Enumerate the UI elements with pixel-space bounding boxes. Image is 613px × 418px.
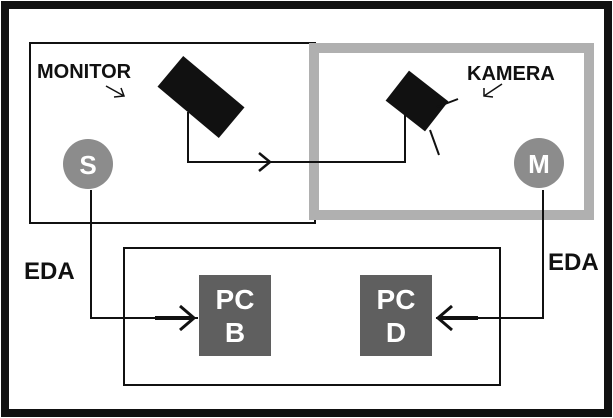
camera-device-icon — [385, 70, 459, 156]
pc-d-line1: PC — [377, 284, 416, 315]
pc-d-box — [360, 275, 432, 356]
m-node — [514, 138, 564, 188]
s-to-pcb-arrow — [179, 304, 197, 332]
s-node — [63, 139, 113, 189]
eda-right-label: EDA — [548, 249, 599, 276]
monitor-label: MONITOR — [37, 61, 132, 83]
monitor-camera-line — [187, 112, 406, 163]
kamera-label: KAMERA — [467, 63, 555, 85]
m-to-pcd-line — [436, 190, 544, 319]
m-node-label: M — [528, 149, 550, 179]
m-to-pcd-arrow — [435, 304, 453, 332]
pc-b-line2: B — [225, 317, 245, 348]
eda-left-label: EDA — [24, 258, 75, 285]
monitor-device-icon — [157, 55, 245, 139]
s-node-label: S — [79, 150, 96, 180]
pc-b-box — [199, 275, 271, 356]
kamera-pointer-arrow — [483, 83, 503, 98]
pc-b-line1: PC — [216, 284, 255, 315]
pc-d-line2: D — [386, 317, 406, 348]
pc-room — [123, 247, 501, 386]
monitor-camera-arrow — [258, 152, 272, 172]
monitor-pointer-arrow — [105, 85, 126, 98]
s-to-pcb-line — [90, 190, 198, 319]
camera-room — [309, 43, 594, 220]
